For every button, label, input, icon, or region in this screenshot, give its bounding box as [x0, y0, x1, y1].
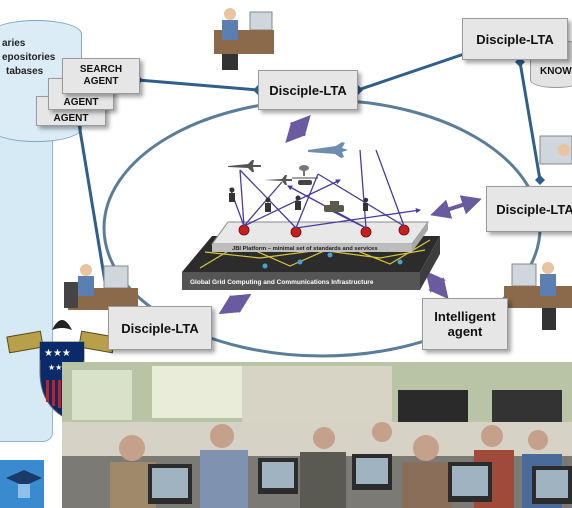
disciple-lta-left: Disciple-LTA [108, 306, 212, 350]
svg-text:★★★: ★★★ [44, 348, 71, 359]
arrow-top [285, 115, 311, 143]
intelligent-agent-box: Intelligent agent [422, 298, 508, 350]
connector-diamond [535, 175, 545, 185]
disciple-lta-left-label: Disciple-LTA [121, 320, 199, 336]
disciple-lta-top-right: Disciple-LTA [462, 18, 568, 60]
svg-text:★★: ★★ [48, 363, 62, 372]
arrow-right [430, 195, 482, 219]
platform-node [360, 226, 372, 238]
search-agent-box: SEARCH AGENT [62, 58, 140, 94]
jet-icon [308, 142, 348, 158]
platform-node [290, 226, 302, 238]
jbi-platform-label: JBI Platform – minimal set of standards … [232, 246, 378, 252]
platform-node [238, 224, 250, 236]
workstation-icon [504, 262, 572, 330]
repository-label-1: aries [2, 38, 26, 49]
search-agent-label: SEARCH AGENT [79, 64, 123, 87]
graduation-cap-icon [0, 460, 44, 508]
connector-lines [76, 50, 542, 301]
disciple-lta-right: Disciple-LTA [486, 186, 572, 232]
workstation-icon [214, 8, 274, 70]
disciple-lta-top-right-label: Disciple-LTA [476, 31, 554, 47]
agent-label-3: AGENT [53, 113, 89, 124]
satellite-dish-icon [299, 165, 309, 176]
disciple-lta-top: Disciple-LTA [258, 70, 358, 110]
arrow-left [218, 293, 252, 315]
workstation-icon [539, 135, 572, 165]
jbi-platform [211, 221, 429, 252]
platform-node [398, 224, 410, 236]
aircraft-icon [264, 175, 292, 185]
knowledge-base-label: KNOW [540, 66, 572, 77]
tank-icon [324, 201, 344, 212]
disciple-lta-right-label: Disciple-LTA [496, 201, 572, 217]
helicopter-icon [292, 177, 318, 185]
repository-label-3: tabases [6, 66, 44, 77]
soldier-icon [229, 187, 369, 212]
intelligent-agent-label: Intelligent agent [434, 309, 496, 339]
training-room-photo [62, 362, 572, 508]
disciple-lta-top-label: Disciple-LTA [269, 82, 347, 98]
agent-label-2: AGENT [63, 97, 99, 108]
arrow-bottom-right [425, 270, 449, 300]
grid-platform-label: Global Grid Computing and Communications… [190, 279, 374, 286]
aircraft-icon [228, 160, 261, 172]
training-room-illustration [62, 362, 572, 508]
workstation-icon [64, 264, 138, 310]
repository-label-2: epositories [2, 52, 56, 63]
